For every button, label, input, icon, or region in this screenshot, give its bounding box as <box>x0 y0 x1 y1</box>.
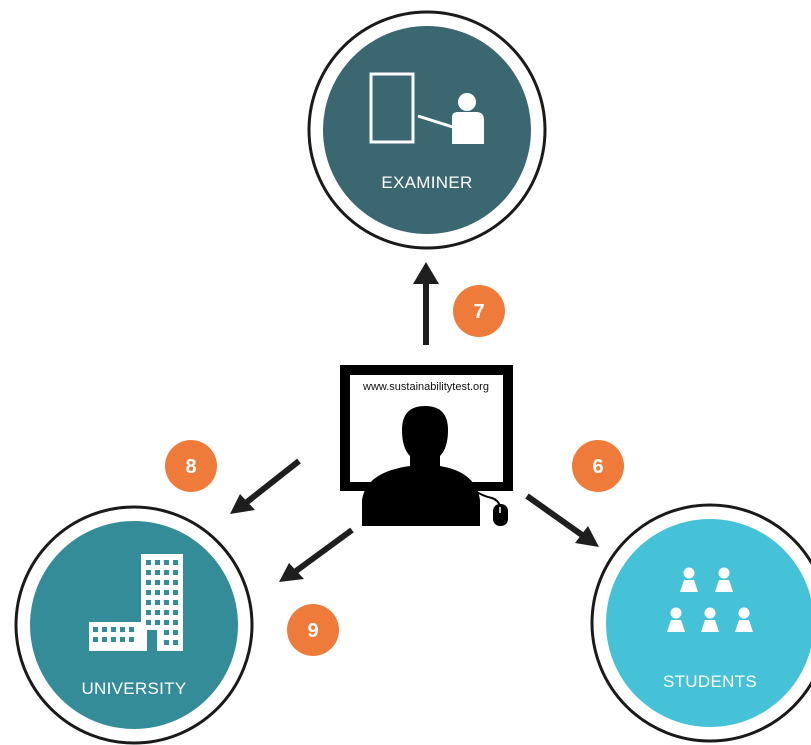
badge-8: 8 <box>165 440 217 492</box>
arrow-to-university-upper <box>230 458 301 514</box>
mouse-cord <box>473 489 501 507</box>
badge-8-label: 8 <box>185 456 196 478</box>
badge-9-label: 9 <box>307 620 318 642</box>
badge-6: 6 <box>572 440 624 492</box>
students-node: STUDENTS <box>590 503 811 743</box>
user-silhouette <box>362 406 480 526</box>
badge-7: 7 <box>453 285 505 337</box>
university-node: UNIVERSITY <box>14 505 254 745</box>
mouse-icon <box>493 504 508 526</box>
arrow-to-students <box>525 493 599 547</box>
badge-6-label: 6 <box>592 456 603 478</box>
arrow-to-examiner <box>413 262 439 345</box>
university-label: UNIVERSITY <box>81 679 186 698</box>
examiner-circle <box>323 26 531 234</box>
badge-7-label: 7 <box>473 301 484 323</box>
website-url: www.sustainabilitytest.org <box>362 381 489 393</box>
arrows <box>230 262 599 582</box>
badge-9: 9 <box>287 604 339 656</box>
students-label: STUDENTS <box>663 672 757 691</box>
computer-user-icon: www.sustainabilitytest.org <box>340 365 513 526</box>
examiner-label: EXAMINER <box>381 173 472 192</box>
examiner-node: EXAMINER <box>307 10 547 250</box>
teacher-board-icon <box>369 72 484 144</box>
arrow-to-university-lower <box>279 527 354 582</box>
buildings-icon <box>89 554 183 651</box>
people-group-icon <box>667 567 753 632</box>
